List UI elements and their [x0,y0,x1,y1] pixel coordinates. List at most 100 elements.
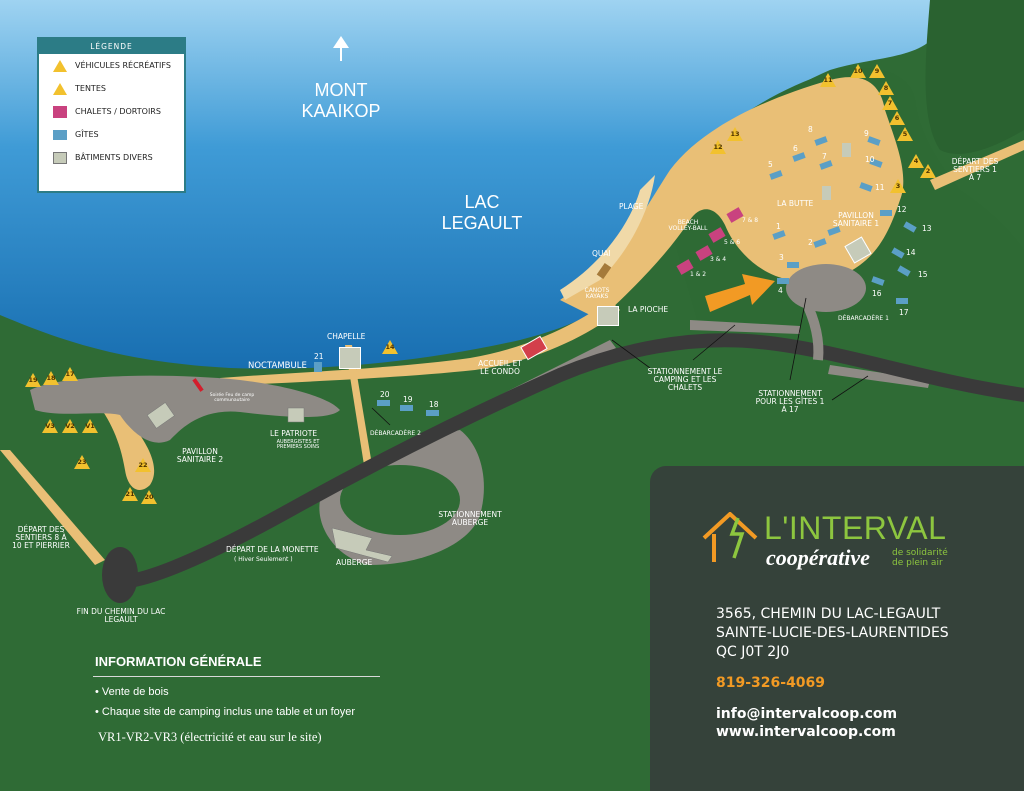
label-stationnement-camping: STATIONNEMENT LE CAMPING ET LES CHALETS [647,367,723,392]
tent-marker: 9 [869,64,885,78]
tent-marker: 10 [850,64,866,78]
logo-icon [702,511,758,564]
tent-marker: 19 [25,373,41,387]
label-beach: BEACH VOLLEY-BALL [668,219,708,233]
beach-path [560,77,904,321]
road-turnaround [102,547,138,603]
logo-tagline: de solidarité de plein air [892,548,948,568]
gite-number: 13 [922,224,932,233]
gite-number: 6 [793,144,798,153]
auberge-building [331,527,393,563]
gite-number: 17 [899,308,909,317]
label-hiver: ( Hiver Seulement ) [234,556,293,563]
legend-row-tents: TENTES [39,77,184,100]
label-chapelle: CHAPELLE [327,332,366,341]
chapelle-path [345,345,372,465]
label-depart-monette: DÉPART DE LA MONETTE [226,545,319,554]
info-divider [93,676,380,677]
label-fin-chemin: FIN DU CHEMIN DU LAC LEGAULT [76,607,166,624]
chalet-1-2 [676,259,694,275]
north-arrow-icon [333,36,349,62]
label-mont: MONT KAAIKOP [301,80,381,121]
butte-building-2 [842,143,851,157]
gite-number: 3 [779,253,784,262]
rv-marker: V2 [62,419,78,433]
tent-marker: 5 [897,127,913,141]
chalet-label: 1 & 2 [690,271,707,278]
tent-marker: 2 [920,164,936,178]
label-la-butte: LA BUTTE [777,199,814,208]
gite-number: 7 [822,152,827,161]
gite-number: 4 [778,286,783,295]
gites-parking [786,264,866,312]
label-quai: QUAI [592,249,611,258]
gite-number: 15 [918,270,928,279]
label-auberge: AUBERGE [336,558,373,567]
gite-number: 11 [875,183,885,192]
phone-number[interactable]: 819-326-4069 [716,675,826,691]
gite-number: 20 [380,390,390,399]
gite-number: 21 [314,352,324,361]
orange-arrow [705,274,775,312]
rv-marker: V3 [42,419,58,433]
legend-label: CHALETS / DORTOIRS [75,107,161,116]
label-plage: PLAGE [619,202,644,211]
gites-west [377,400,439,416]
tent-marker: 21 [122,487,138,501]
address-line: QC J0T 2J0 [716,644,790,660]
chalet-label: 5 & 6 [724,239,741,246]
address-line: 3565, CHEMIN DU LAC-LEGAULT [716,606,941,622]
label-canots: CANOTS KAYAKS [584,287,610,301]
contact-panel [650,466,1024,791]
parking-strip-2 [690,320,800,334]
label-stationnement-gites: STATIONNEMENT POUR LES GÎTES 1 À 17 [755,389,825,414]
info-vr: VR1-VR2-VR3 (électricité et eau sur le s… [98,730,322,744]
email-link[interactable]: info@intervalcoop.com [716,706,898,722]
tent-marker: 20 [141,490,157,504]
gite-number: 12 [897,205,907,214]
label-pavillon2: PAVILLON SANITAIRE 2 [176,447,224,464]
gite-number: 14 [906,248,916,257]
legend-label: VÉHICULES RÉCRÉATIFS [75,61,171,70]
gite-number: 18 [429,400,439,409]
website-link[interactable]: www.intervalcoop.com [716,724,896,740]
gites-east [769,136,917,304]
info-item: • Chaque site de camping inclus une tabl… [95,706,356,718]
tent-marker: 8 [878,81,894,95]
tent-marker: 23 [74,455,90,469]
butte-building [822,186,831,200]
gite-number: 9 [864,129,869,138]
rv-icon [53,59,67,72]
logo-sub: coopérative [766,545,870,570]
label-lac: LAC LEGAULT [441,192,523,233]
legend-title: LÉGENDE [39,39,184,54]
gite-number: 19 [403,395,413,404]
chalet-label: 7 & 8 [742,217,759,224]
gite-number: 10 [865,155,875,164]
label-soiree: Soirée Feu de camp communautaire [209,393,255,403]
logo-name: L'INTERVAL [764,510,947,546]
tent-marker: 3 [890,179,906,193]
address-line: SAINTE-LUCIE-DES-LAURENTIDES [716,625,949,641]
tent-marker: 6 [889,111,905,125]
gite-number: 5 [768,160,773,169]
tent-triangle-icon [53,82,67,95]
camp-parking [30,375,340,443]
restroom-icon [597,306,619,326]
tent-marker: 13 [727,127,743,141]
auberge-inner [340,465,460,535]
gites-road [800,297,824,361]
soiree-marker [192,378,204,392]
label-le-patriote: LE PATRIOTE [270,429,318,438]
label-patriote-sub: AUBERGISTES ET PREMIERS SOINS [276,439,320,451]
noctambule-gite [314,362,322,372]
label-debarcadere1: DÉBARCADÈRE 1 [838,315,889,322]
rv-marker: V1 [82,419,98,433]
legend-row-buildings: BÂTIMENTS DIVERS [39,146,184,169]
legend-row-rv: VÉHICULES RÉCRÉATIFS [39,54,184,77]
label-la-pioche: LA PIOCHE [628,305,669,314]
tent-marker: 18 [43,371,59,385]
trail-east [930,140,1024,190]
chalet-7-8 [726,207,744,223]
pavillon2-building [146,402,175,429]
